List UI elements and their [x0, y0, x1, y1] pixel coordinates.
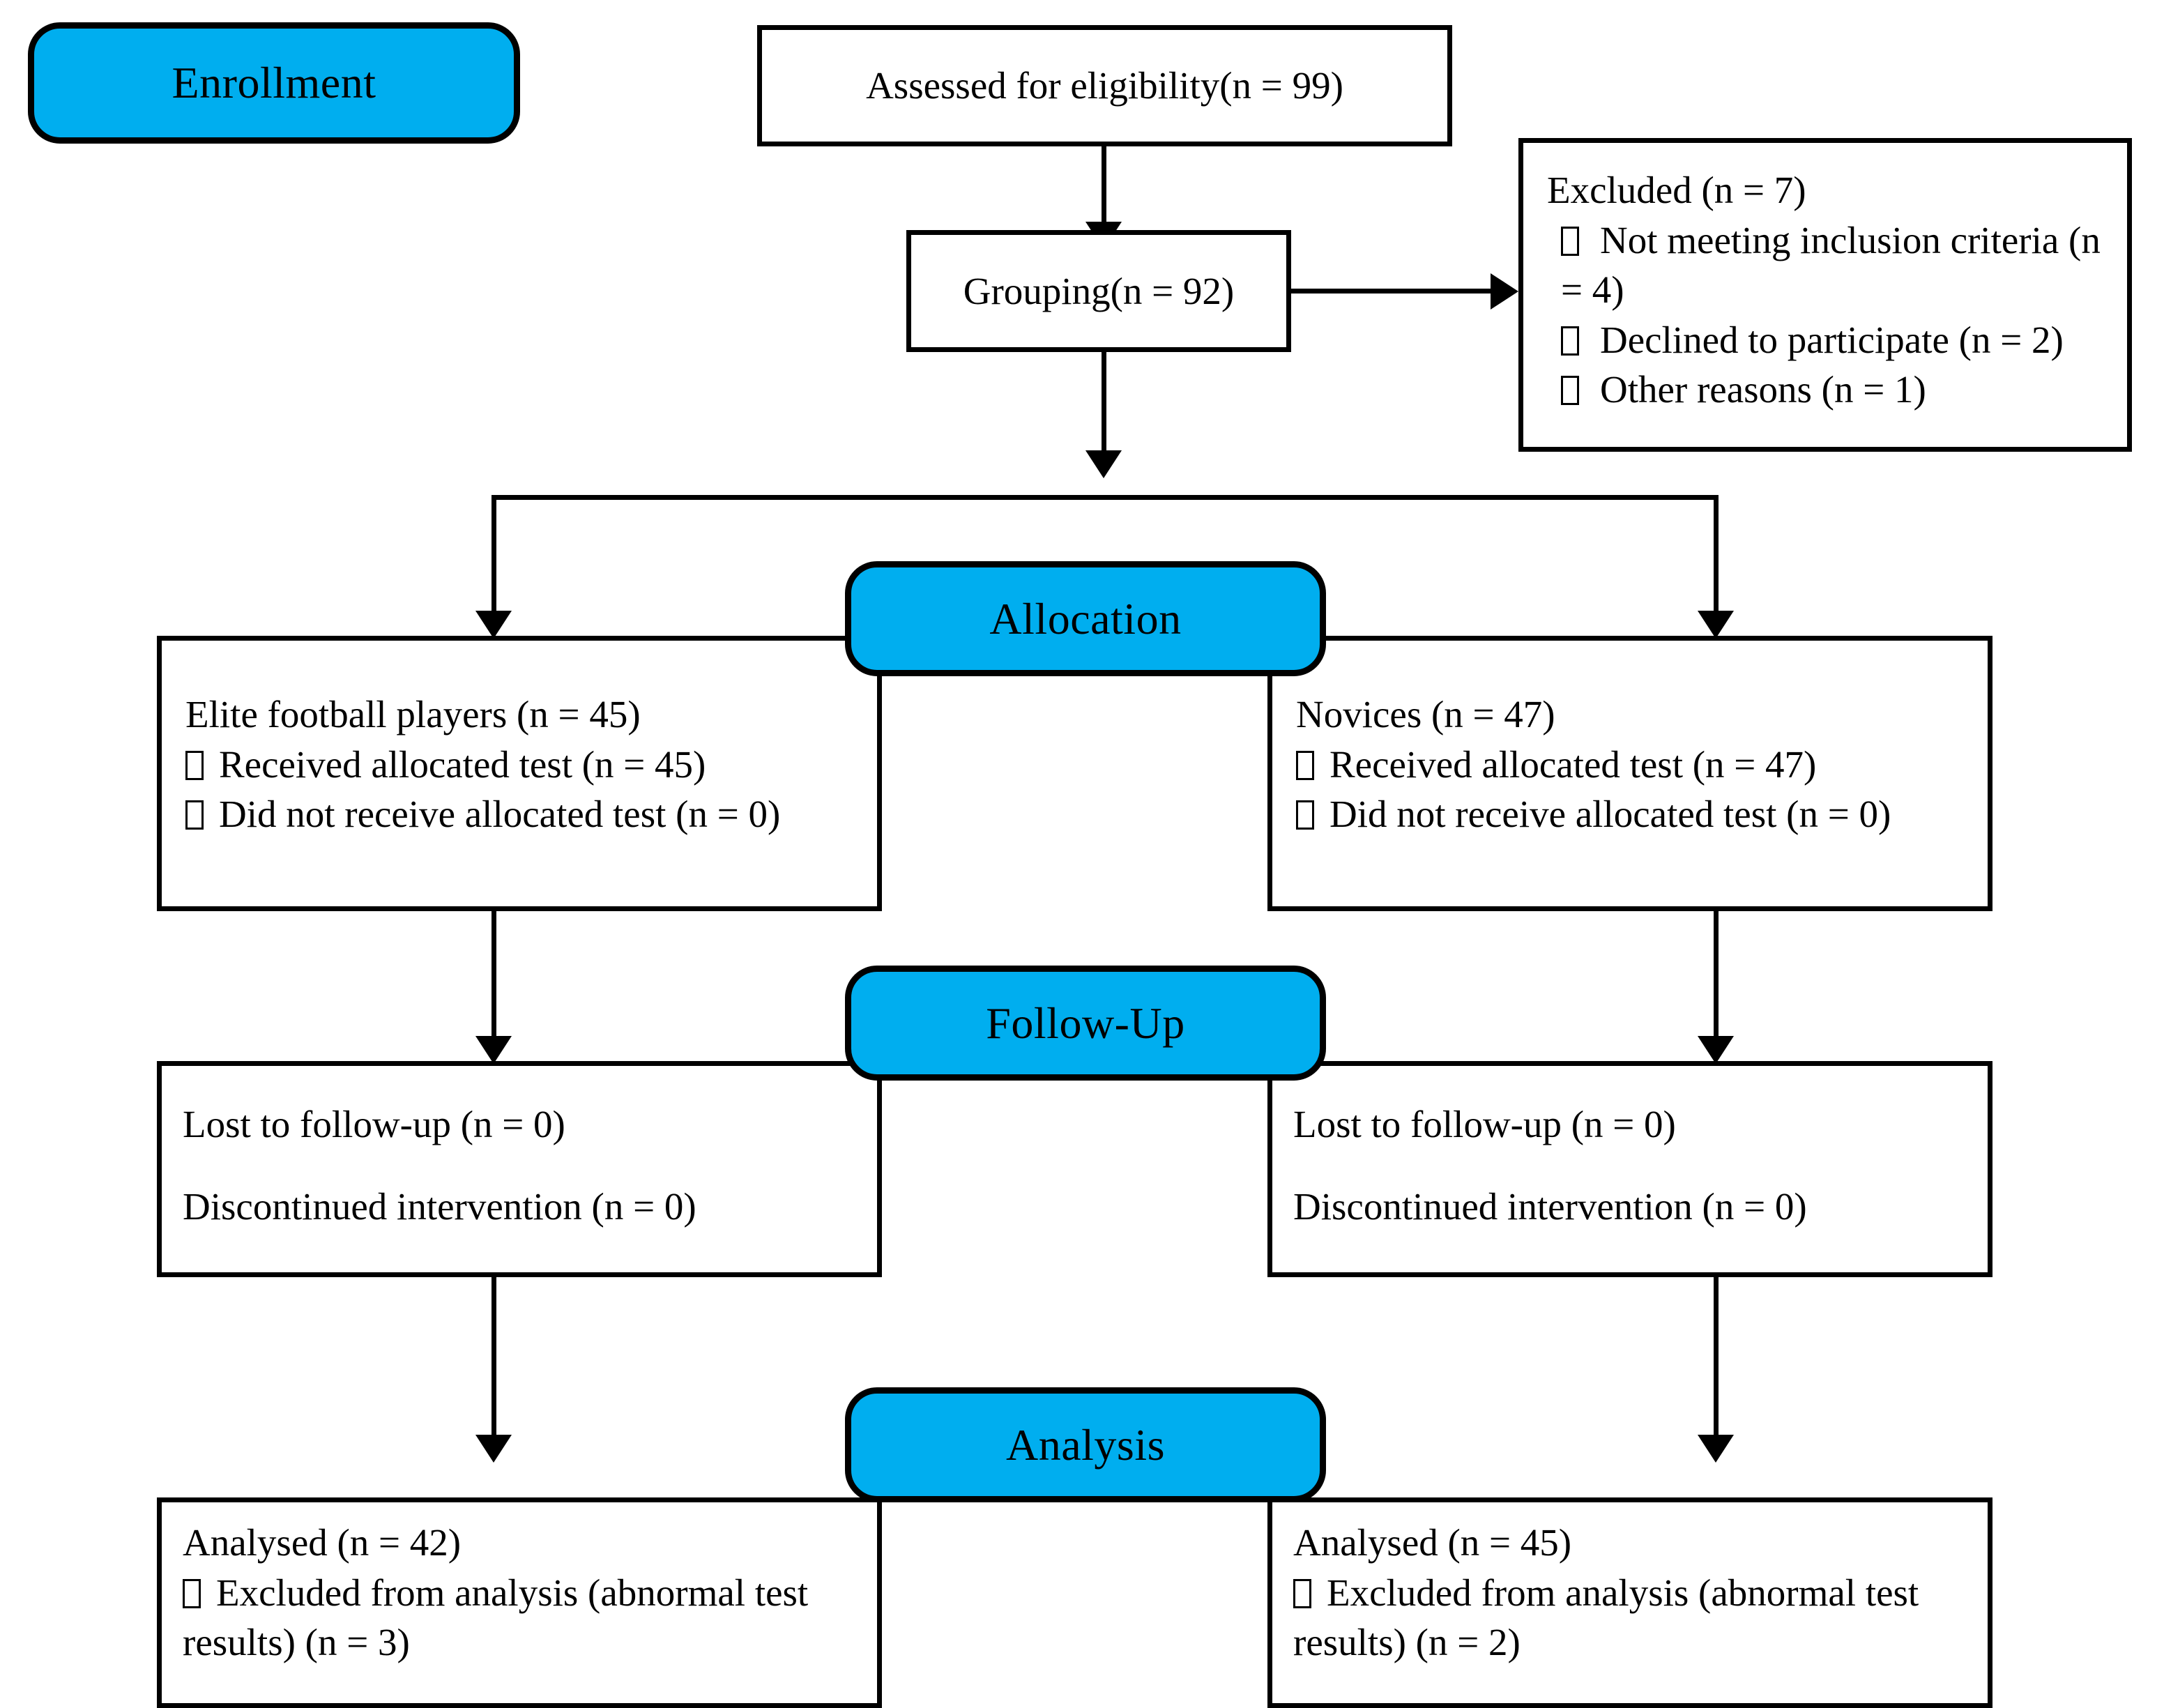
arrowhead-followup-left-to-analysis: [475, 1435, 512, 1463]
bullet-square-icon: [1561, 226, 1579, 256]
analysis-left-excluded-text: Excluded from analysis (abnormal test re…: [183, 1571, 809, 1664]
excluded-heading: Excluded (n = 7): [1547, 169, 1806, 211]
connector-followup-right-to-analysis: [1714, 1277, 1719, 1438]
allocation-left-item-1: Did not receive allocated test (n = 0): [185, 789, 864, 839]
followup-left-lost: Lost to follow-up (n = 0): [183, 1103, 565, 1145]
connector-grouping-to-excluded: [1291, 289, 1498, 293]
allocation-right-item-0: Received allocated test (n = 47): [1296, 740, 1975, 790]
arrowhead-split-right: [1698, 611, 1734, 639]
followup-right-discontinued: Discontinued intervention (n = 0): [1293, 1184, 1807, 1228]
assessed-text: Assessed for eligibility(n = 99): [866, 64, 1343, 107]
bullet-square-icon: [183, 1578, 201, 1608]
box-analysis-left: Analysed (n = 42) Excluded from analysis…: [157, 1497, 882, 1708]
allocation-left-body: Elite football players (n = 45) Received…: [185, 689, 864, 839]
arrowhead-split-left: [475, 611, 512, 639]
stage-label-followup: Follow-Up: [986, 998, 1185, 1048]
stage-badge-allocation: Allocation: [845, 561, 1326, 676]
box-followup-left: Lost to follow-up (n = 0) Discontinued i…: [157, 1061, 882, 1277]
analysis-right-excluded-text: Excluded from analysis (abnormal test re…: [1293, 1571, 1919, 1664]
box-followup-right: Lost to follow-up (n = 0) Discontinued i…: [1267, 1061, 1992, 1277]
allocation-left-item-1-text: Did not receive allocated test (n = 0): [219, 793, 781, 835]
stage-badge-followup: Follow-Up: [845, 966, 1326, 1081]
connector-alloc-right-to-followup: [1714, 911, 1719, 1040]
arrowhead-grouping-down: [1085, 450, 1122, 478]
box-allocation-left: Elite football players (n = 45) Received…: [157, 636, 882, 911]
connector-grouping-down: [1102, 352, 1106, 453]
allocation-right-item-1: Did not receive allocated test (n = 0): [1296, 789, 1975, 839]
excluded-reason-1: Declined to participate (n = 2): [1547, 315, 2115, 365]
allocation-right-heading: Novices (n = 47): [1296, 693, 1555, 735]
bullet-square-icon: [1561, 376, 1579, 405]
allocation-left-heading: Elite football players (n = 45): [185, 693, 641, 735]
bullet-square-icon: [1296, 750, 1314, 780]
excluded-reason-0: Not meeting inclusion criteria (n = 4): [1547, 215, 2115, 315]
excluded-reason-2: Other reasons (n = 1): [1547, 365, 2115, 415]
excluded-reason-0-text: Not meeting inclusion criteria (n = 4): [1561, 218, 2101, 312]
connector-alloc-left-to-followup: [492, 911, 496, 1040]
bullet-square-icon: [185, 750, 204, 780]
followup-left-discontinued: Discontinued intervention (n = 0): [183, 1184, 696, 1228]
stage-label-enrollment: Enrollment: [172, 58, 376, 107]
box-excluded: Excluded (n = 7) Not meeting inclusion c…: [1518, 138, 2132, 452]
stage-badge-enrollment: Enrollment: [28, 22, 520, 144]
excluded-reason-2-text: Other reasons (n = 1): [1600, 368, 1926, 411]
allocation-right-body: Novices (n = 47) Received allocated test…: [1296, 689, 1975, 839]
arrowhead-alloc-right-to-followup: [1698, 1036, 1734, 1064]
connector-assessed-to-grouping: [1102, 146, 1106, 224]
followup-left-body: Lost to follow-up (n = 0) Discontinued i…: [183, 1099, 864, 1231]
analysis-left-heading: Analysed (n = 42): [183, 1521, 462, 1564]
connector-split-left-down: [492, 495, 496, 615]
arrowhead-alloc-left-to-followup: [475, 1036, 512, 1064]
excluded-body: Excluded (n = 7) Not meeting inclusion c…: [1547, 165, 2115, 415]
arrowhead-followup-right-to-analysis: [1698, 1435, 1734, 1463]
bullet-square-icon: [1296, 800, 1314, 830]
analysis-right-heading: Analysed (n = 45): [1293, 1521, 1572, 1564]
allocation-right-item-0-text: Received allocated test (n = 47): [1329, 742, 1817, 786]
grouping-text: Grouping(n = 92): [963, 269, 1235, 312]
analysis-left-body: Analysed (n = 42) Excluded from analysis…: [183, 1518, 869, 1668]
analysis-right-excluded: Excluded from analysis (abnormal test re…: [1293, 1568, 1979, 1668]
allocation-right-item-1-text: Did not receive allocated test (n = 0): [1329, 793, 1891, 835]
bullet-square-icon: [1561, 326, 1579, 356]
connector-split-right-down: [1714, 495, 1719, 615]
analysis-left-excluded: Excluded from analysis (abnormal test re…: [183, 1568, 869, 1668]
arrowhead-grouping-to-excluded: [1491, 273, 1518, 310]
stage-badge-analysis: Analysis: [845, 1387, 1326, 1502]
allocation-left-item-0: Received allocated test (n = 45): [185, 740, 864, 790]
connector-split-bar: [492, 495, 1719, 500]
stage-label-analysis: Analysis: [1006, 1419, 1165, 1470]
analysis-right-body: Analysed (n = 45) Excluded from analysis…: [1293, 1518, 1979, 1668]
box-allocation-right: Novices (n = 47) Received allocated test…: [1267, 636, 1992, 911]
followup-right-lost: Lost to follow-up (n = 0): [1293, 1103, 1676, 1145]
box-assessed-for-eligibility: Assessed for eligibility(n = 99): [757, 25, 1452, 146]
box-analysis-right: Analysed (n = 45) Excluded from analysis…: [1267, 1497, 1992, 1708]
bullet-square-icon: [1293, 1578, 1311, 1608]
box-grouping: Grouping(n = 92): [906, 230, 1291, 352]
excluded-reason-1-text: Declined to participate (n = 2): [1600, 318, 2064, 361]
bullet-square-icon: [185, 800, 204, 830]
stage-label-allocation: Allocation: [989, 593, 1182, 643]
followup-right-body: Lost to follow-up (n = 0) Discontinued i…: [1293, 1099, 1975, 1231]
connector-followup-left-to-analysis: [492, 1277, 496, 1438]
allocation-left-item-0-text: Received allocated test (n = 45): [219, 742, 706, 786]
